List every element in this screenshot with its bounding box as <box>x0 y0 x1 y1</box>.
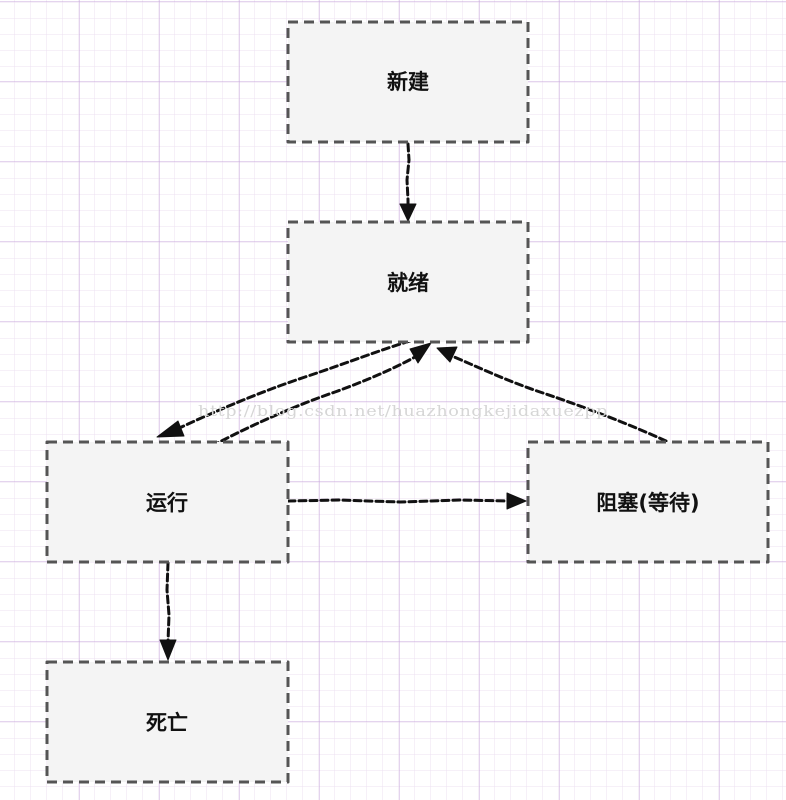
node-dead-label: 死亡 <box>146 711 188 735</box>
watermark-text: http://blog.csdn.net/huazhongkejidaxuezp… <box>198 402 608 420</box>
node-new: 新建 <box>286 20 530 144</box>
node-ready-label: 就绪 <box>387 271 429 295</box>
node-blocked: 阻塞(等待) <box>526 440 770 564</box>
edge-new-to-ready <box>399 142 417 222</box>
edges <box>156 142 668 661</box>
edge-ready-to-running <box>156 339 412 438</box>
node-running: 运行 <box>45 440 290 564</box>
edge-blocked-to-ready <box>436 346 668 443</box>
node-dead: 死亡 <box>45 660 290 784</box>
node-blocked-label: 阻塞(等待) <box>596 491 699 515</box>
edge-running-to-dead <box>159 561 177 661</box>
node-running-label: 运行 <box>146 491 188 515</box>
edge-running-to-ready <box>210 342 432 448</box>
node-new-label: 新建 <box>387 70 429 94</box>
edge-running-to-blocked <box>286 492 527 510</box>
node-ready: 就绪 <box>286 220 530 344</box>
